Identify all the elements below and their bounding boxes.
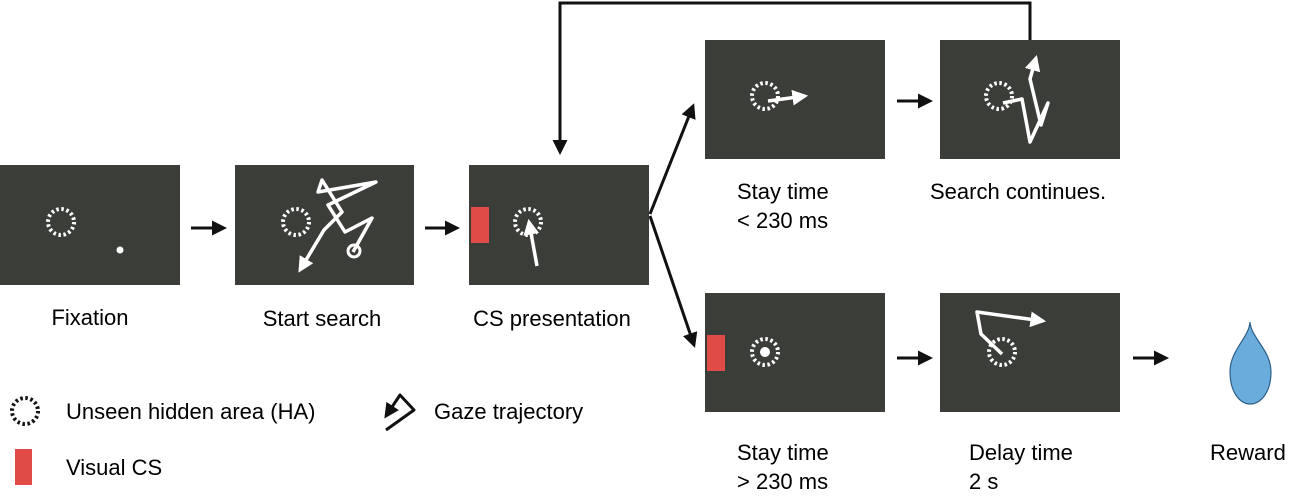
visual-cs [707, 335, 725, 371]
gaze-trajectory [298, 178, 378, 273]
start-search-label: Start search [262, 306, 382, 331]
visual-cs-icon [15, 449, 32, 485]
gaze-trajectory [975, 310, 1047, 356]
reward-drop-icon [1229, 321, 1272, 405]
hidden-area-icon [281, 207, 311, 237]
start-search-panel [235, 165, 414, 285]
reward-label: Reward [1210, 440, 1286, 465]
gaze-trajectory [523, 218, 540, 267]
search-continues-label: Search continues. [930, 179, 1107, 204]
gaze-trajectory [1002, 54, 1050, 144]
gaze-fixation-point [760, 347, 770, 357]
legend [10, 393, 416, 485]
legend-hidden-area-label: Unseen hidden area (HA) [66, 399, 316, 424]
legend-visual-cs-label: Visual CS [66, 455, 163, 480]
cs-presentation-panel [469, 165, 649, 285]
hidden-area-icon [513, 207, 543, 237]
hidden-area-icon [984, 81, 1014, 111]
delay-label-line1: Delay time [969, 440, 1073, 465]
hidden-area-icon [10, 396, 40, 426]
gaze-start-point [346, 243, 362, 259]
delay-label-line2: 2 s [969, 469, 999, 494]
visual-cs [471, 207, 489, 243]
long-stay-label-line1: Stay time [737, 440, 829, 465]
short-stay-panel [705, 40, 885, 159]
delay-panel [940, 293, 1120, 412]
short-stay-label-line2: < 230 ms [737, 208, 829, 233]
legend-gaze-label: Gaze trajectory [434, 399, 584, 424]
hidden-area-icon [750, 81, 780, 111]
fixation-panel [0, 165, 180, 285]
short-stay-label-line1: Stay time [737, 179, 829, 204]
search-continues-panel [940, 40, 1120, 159]
hidden-area-icon [750, 337, 780, 367]
gaze-trajectory [767, 89, 809, 106]
fixation-point [116, 246, 124, 254]
cs-presentation-label: CS presentation [473, 306, 631, 331]
hidden-area-icon [46, 207, 76, 237]
long-stay-panel [705, 293, 885, 412]
flow-arrows [191, 1, 1169, 366]
fixation-label: Fixation [51, 305, 129, 330]
hidden-area-icon [987, 337, 1017, 367]
gaze-trajectory-icon [384, 393, 416, 432]
long-stay-label-line2: > 230 ms [737, 469, 829, 494]
